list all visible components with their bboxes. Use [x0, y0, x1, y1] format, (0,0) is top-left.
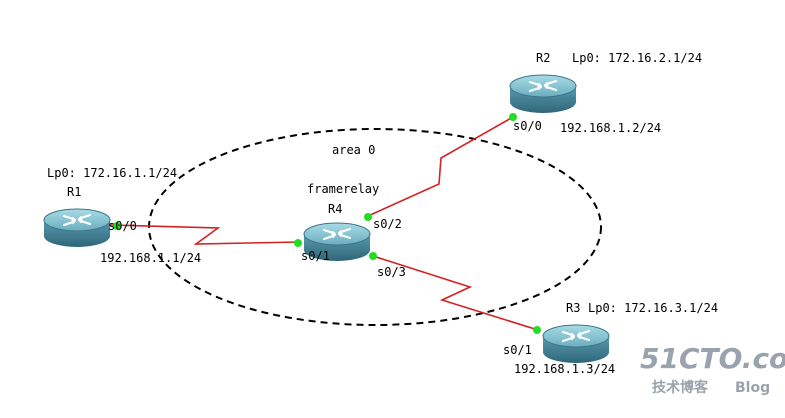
r2-iface-label: s0/0 [513, 119, 542, 133]
watermark-brand: 51CTO.com [640, 342, 785, 375]
link-r1-r4 [109, 224, 301, 245]
r2-loopback-label: Lp0: 172.16.2.1/24 [572, 51, 702, 65]
watermark-sub-cn: 技术博客 [652, 379, 709, 396]
r2-ip-label: 192.168.1.2/24 [560, 121, 661, 135]
r1-name-label: R1 [67, 185, 81, 199]
link-r3-r4 [372, 255, 539, 331]
r4-name-label: R4 [328, 202, 342, 216]
links [109, 116, 539, 331]
watermark-logo: 51CTO.com 技术博客 Blog [640, 342, 785, 396]
port-r3-s0-1 [533, 326, 541, 334]
r3-name-label: R3 [566, 301, 580, 315]
r4-s0-3-label: s0/3 [377, 265, 406, 279]
r4-s0-1-label: s0/1 [301, 249, 330, 263]
router-r3-icon[interactable] [541, 323, 611, 365]
router-r2-icon[interactable] [508, 73, 578, 115]
area-label: area 0 [332, 143, 375, 157]
r3-iface-label: s0/1 [503, 343, 532, 357]
router-r1-icon[interactable] [42, 207, 112, 249]
r3-ip-label: 192.168.1.3/24 [514, 362, 615, 376]
r1-ip-label: 192.168.1.1/24 [100, 251, 201, 265]
port-r4-s0-3 [369, 252, 377, 260]
r1-iface-label: s0/0 [108, 219, 137, 233]
r3-loopback-label: Lp0: 172.16.3.1/24 [588, 301, 718, 315]
link-r2-r4 [367, 116, 514, 217]
port-r1-s0-0 [113, 222, 121, 230]
port-r4-s0-1 [294, 239, 302, 247]
area-0-boundary [148, 128, 602, 326]
port-r2-s0-0 [509, 113, 517, 121]
port-r4-s0-2 [364, 213, 372, 221]
r4-s0-2-label: s0/2 [373, 217, 402, 231]
r2-name-label: R2 [536, 51, 550, 65]
watermark-sub-en: Blog [735, 380, 770, 396]
r1-loopback-label: Lp0: 172.16.1.1/24 [47, 166, 177, 180]
framerelay-label: framerelay [307, 182, 379, 196]
